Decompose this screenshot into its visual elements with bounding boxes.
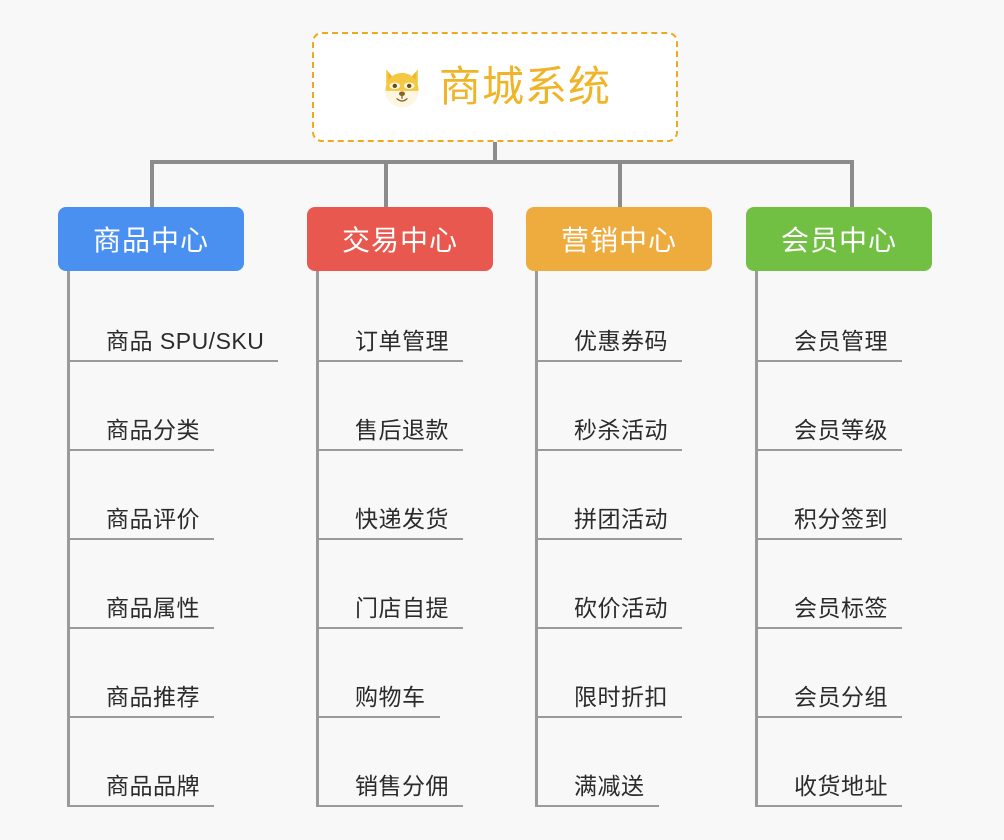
leaf-label: 收货地址 [794,773,888,799]
leaf-label: 会员等级 [794,417,888,443]
leaf-label: 售后退款 [355,417,449,443]
root-node[interactable]: 商城系统 [312,32,678,142]
column-trade-center: 交易中心 订单管理 售后退款 快递发货 门店自提 购物车 销售分佣 [307,207,493,807]
list-item[interactable]: 积分签到 [758,451,932,540]
leaf-label: 销售分佣 [355,773,449,799]
leaf-label: 购物车 [355,684,426,710]
list-item[interactable]: 快递发货 [319,451,493,540]
leaf-label: 商品推荐 [106,684,200,710]
leaf-label: 限时折扣 [574,684,668,710]
list-item[interactable]: 会员分组 [758,629,932,718]
connector-stem [493,142,497,164]
list-item[interactable]: 商品属性 [70,540,244,629]
list-item[interactable]: 限时折扣 [538,629,712,718]
leaf-label: 会员管理 [794,328,888,354]
list-item[interactable]: 销售分佣 [319,718,493,807]
leaf-label: 订单管理 [355,328,449,354]
column-member-center: 会员中心 会员管理 会员等级 积分签到 会员标签 会员分组 收货地址 [746,207,932,807]
list-item[interactable]: 商品评价 [70,451,244,540]
column-product-center: 商品中心 商品 SPU/SKU 商品分类 商品评价 商品属性 商品推荐 商品品牌 [58,207,279,807]
branch-trade-center: 订单管理 售后退款 快递发货 门店自提 购物车 销售分佣 [316,271,493,807]
connector-bus [150,160,854,164]
leaf-label: 砍价活动 [574,595,668,621]
list-item[interactable]: 收货地址 [758,718,932,807]
leaf-label: 拼团活动 [574,506,668,532]
list-item[interactable]: 砍价活动 [538,540,712,629]
leaf-label: 商品评价 [106,506,200,532]
list-item[interactable]: 会员等级 [758,362,932,451]
column-marketing-center: 营销中心 优惠券码 秒杀活动 拼团活动 砍价活动 限时折扣 满减送 [526,207,712,807]
branch-marketing-center: 优惠券码 秒杀活动 拼团活动 砍价活动 限时折扣 满减送 [535,271,712,807]
list-item[interactable]: 会员标签 [758,540,932,629]
leaf-label: 快递发货 [355,506,449,532]
leaf-label: 优惠券码 [574,328,668,354]
shiba-dog-face-icon [379,65,425,111]
list-item[interactable]: 秒杀活动 [538,362,712,451]
leaf-label: 秒杀活动 [574,417,668,443]
leaf-label: 商品 SPU/SKU [106,328,265,354]
list-item[interactable]: 购物车 [319,629,493,718]
connector-drop-3 [618,160,622,208]
connector-drop-2 [384,160,388,208]
leaf-label: 商品属性 [106,595,200,621]
list-item[interactable]: 满减送 [538,718,712,807]
branch-member-center: 会员管理 会员等级 积分签到 会员标签 会员分组 收货地址 [755,271,932,807]
root-title: 商城系统 [438,63,611,110]
column-header-product-center[interactable]: 商品中心 [58,207,244,271]
list-item[interactable]: 会员管理 [758,273,932,362]
connector-drop-4 [850,160,854,208]
list-item[interactable]: 商品推荐 [70,629,244,718]
list-item[interactable]: 商品 SPU/SKU [70,273,279,362]
leaf-label: 商品品牌 [106,773,200,799]
connector-drop-1 [150,160,154,208]
list-item[interactable]: 商品品牌 [70,718,244,807]
list-item[interactable]: 售后退款 [319,362,493,451]
leaf-label: 会员标签 [794,595,888,621]
list-item[interactable]: 优惠券码 [538,273,712,362]
list-item[interactable]: 拼团活动 [538,451,712,540]
column-header-member-center[interactable]: 会员中心 [746,207,932,271]
leaf-label: 商品分类 [106,417,200,443]
branch-product-center: 商品 SPU/SKU 商品分类 商品评价 商品属性 商品推荐 商品品牌 [67,271,279,807]
leaf-label: 满减送 [574,773,645,799]
leaf-label: 积分签到 [794,506,888,532]
leaf-label: 会员分组 [794,684,888,710]
leaf-label: 门店自提 [355,595,449,621]
list-item[interactable]: 门店自提 [319,540,493,629]
column-header-marketing-center[interactable]: 营销中心 [526,207,712,271]
list-item[interactable]: 商品分类 [70,362,244,451]
column-header-trade-center[interactable]: 交易中心 [307,207,493,271]
list-item[interactable]: 订单管理 [319,273,493,362]
